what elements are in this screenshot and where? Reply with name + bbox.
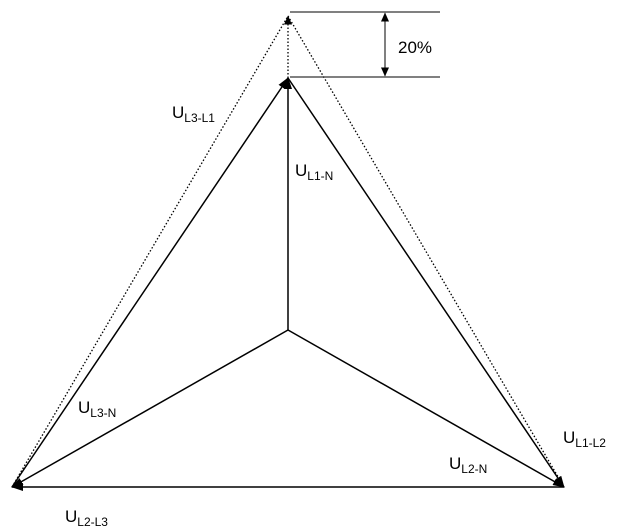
label-u-l3-n: UL3-N <box>78 398 116 420</box>
label-u-l1-l2: UL1-L2 <box>563 428 606 450</box>
vector-u-l3-l1 <box>11 77 289 488</box>
dimension-label: 20% <box>398 38 432 57</box>
vector-u-l1-l2 <box>287 77 565 488</box>
dotted-side-right <box>287 15 565 488</box>
vector-u-l3-n <box>11 329 289 488</box>
dotted-side-left <box>11 15 289 488</box>
label-u-l3-l1: UL3-L1 <box>172 103 215 125</box>
label-u-l1-n: UL1-N <box>295 161 333 183</box>
label-u-l2-n: UL2-N <box>449 454 487 476</box>
label-u-l2-l3: UL2-L3 <box>65 507 108 529</box>
vector-u-l2-n <box>287 329 565 488</box>
